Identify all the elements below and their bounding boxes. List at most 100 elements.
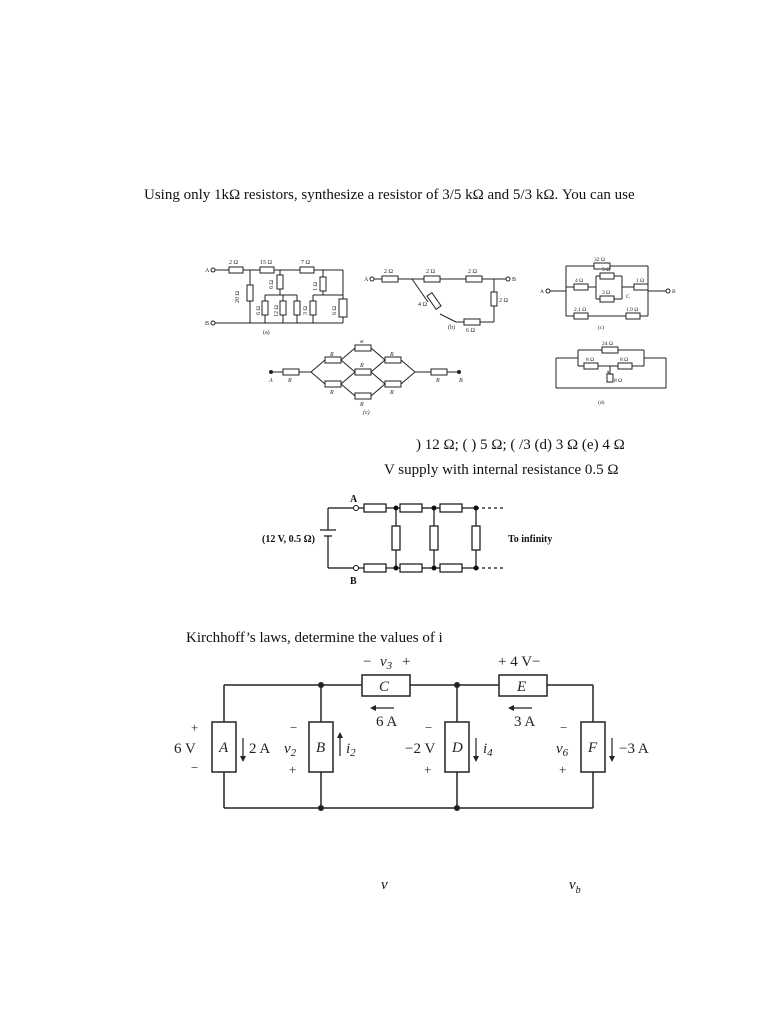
fig-d-r8a: 8 Ω bbox=[586, 357, 594, 363]
current-6a-label: 6 A bbox=[376, 714, 397, 730]
fig-cr-node-b: B bbox=[672, 289, 676, 295]
ib-label: i2 bbox=[346, 741, 356, 759]
fig-a-r-6a: 6 Ω bbox=[269, 280, 275, 290]
fig-a-node-a: A bbox=[205, 268, 210, 274]
fig-a-caption: (a) bbox=[263, 329, 270, 336]
fig-b-r5: 2 Ω bbox=[499, 298, 509, 304]
fig-b-r2: 2 Ω bbox=[426, 269, 436, 275]
fig-cl-r7: R bbox=[389, 352, 394, 358]
figure-b: A B 2 Ω 2 Ω 2 Ω 4 Ω 2 Ω 6 Ω (b) bbox=[364, 269, 516, 334]
element-d-box bbox=[444, 721, 470, 773]
fig-b-r1: 2 Ω bbox=[384, 269, 394, 275]
vf-label: v6 bbox=[556, 741, 569, 759]
fig-cr-node-a: A bbox=[540, 289, 544, 295]
fig-b-r6: 6 Ω bbox=[466, 328, 476, 334]
fig-a-r-top1: 2 Ω bbox=[229, 260, 239, 266]
b-plus: + bbox=[289, 762, 296, 777]
supply-text: V supply with internal resistance 0.5 Ω bbox=[384, 462, 619, 478]
f-plus: + bbox=[559, 762, 566, 777]
vd-label: −2 V bbox=[405, 741, 435, 757]
fig-cr-r32: 32 Ω bbox=[594, 257, 605, 263]
fig-inf-node-b: B bbox=[350, 576, 357, 587]
fig-cl-r6: R bbox=[359, 402, 364, 408]
element-c-label: C bbox=[379, 679, 390, 695]
d-minus: − bbox=[425, 720, 432, 735]
figure-d: 24 Ω 8 Ω 8 Ω A 8 Ω (d) bbox=[555, 341, 667, 406]
element-c-box bbox=[361, 674, 411, 697]
fig-inf-source: (12 V, 0.5 Ω) bbox=[262, 534, 315, 545]
d-plus: + bbox=[424, 762, 431, 777]
element-a-box bbox=[211, 721, 237, 773]
fig-cr-caption: (c) bbox=[598, 324, 604, 331]
element-f-box bbox=[580, 721, 606, 773]
e-voltage-label: + 4 V− bbox=[498, 654, 540, 670]
element-b-label: B bbox=[316, 740, 325, 756]
element-b-box bbox=[308, 721, 334, 773]
fig-b-node-b: B bbox=[512, 277, 516, 283]
fig-b-r3: 2 Ω bbox=[468, 269, 478, 275]
fig-d-r8c: 8 Ω bbox=[614, 378, 622, 384]
problem-1-text: Using only 1kΩ resistors, synthesize a r… bbox=[144, 187, 635, 203]
figure-kcl-circuit: − v3 + + 4 V− C E 6 A 3 A A B D F 6 V 2 … bbox=[174, 654, 649, 811]
figure-a: A B 2 Ω 15 Ω 7 Ω 20 Ω 6 Ω 6 Ω 12 Ω 1 Ω 3… bbox=[205, 260, 348, 336]
fig-b-r4: 4 Ω bbox=[418, 302, 428, 308]
fig-cr-r19: 1.9 Ω bbox=[626, 307, 638, 313]
fig-b-node-a: A bbox=[364, 277, 369, 283]
fig-a-r-6c: 6 Ω bbox=[332, 306, 338, 316]
bottom-v: v bbox=[381, 877, 388, 893]
fig-cr-r5: 5 Ω bbox=[602, 267, 610, 273]
fig-a-r-3: 3 Ω bbox=[303, 306, 309, 316]
fig-cl-r8: R bbox=[389, 390, 394, 396]
kirchhoff-text: Kirchhoff’s laws, determine the values o… bbox=[186, 630, 443, 646]
fig-a-r-1: 1 Ω bbox=[313, 282, 319, 292]
bottom-vb: vb bbox=[569, 877, 581, 896]
fig-cl-r1: R bbox=[287, 378, 292, 384]
element-a-label: A bbox=[218, 740, 229, 756]
fig-a-r-top2: 15 Ω bbox=[260, 260, 273, 266]
figure-c-right: A B C 32 Ω 5 Ω 4 Ω 3 Ω 1 Ω 2.1 Ω 1.9 Ω (… bbox=[540, 257, 676, 331]
a-plus: + bbox=[191, 720, 198, 735]
fig-inf-node-a: A bbox=[350, 494, 358, 505]
if-label: −3 A bbox=[619, 741, 649, 757]
fig-a-r-12: 12 Ω bbox=[274, 305, 280, 318]
fig-cr-r4: 4 Ω bbox=[575, 278, 583, 284]
fig-cr-r1: 1 Ω bbox=[636, 278, 644, 284]
fig-cr-node-c: C bbox=[626, 294, 630, 300]
fig-cr-r3: 3 Ω bbox=[602, 290, 610, 296]
va-label: 6 V bbox=[174, 741, 196, 757]
fig-cl-r9: R bbox=[435, 378, 440, 384]
fig-cr-r21: 2.1 Ω bbox=[574, 307, 586, 313]
fig-b-caption: (b) bbox=[448, 324, 455, 331]
fig-cl-node-b: B bbox=[459, 378, 463, 384]
fig-a-r-left: 20 Ω bbox=[235, 291, 241, 304]
vb-label: v2 bbox=[284, 741, 297, 759]
v3-label: v3 bbox=[380, 654, 393, 672]
fig-a-r-6b: 6 Ω bbox=[256, 306, 262, 316]
fig-cl-node-a: A bbox=[268, 378, 273, 384]
ia-label: 2 A bbox=[249, 741, 270, 757]
element-f-label: F bbox=[587, 740, 598, 756]
figure-c-ladder: A B R R R R R R R R R (c) bbox=[268, 340, 463, 416]
figure-infinite-ladder: A B (12 V, 0.5 Ω) To infinity bbox=[262, 494, 552, 587]
fig-d-r24: 24 Ω bbox=[602, 341, 613, 347]
element-e-label: E bbox=[516, 679, 526, 695]
a-minus: − bbox=[191, 760, 198, 775]
element-e-box bbox=[498, 674, 548, 697]
b-minus: − bbox=[290, 720, 297, 735]
v3-minus: − bbox=[363, 654, 371, 670]
fig-cl-caption: (c) bbox=[363, 409, 370, 416]
fig-a-node-b: B bbox=[205, 321, 209, 327]
fig-cl-r2: R bbox=[329, 352, 334, 358]
fig-d-caption: (d) bbox=[598, 399, 605, 406]
element-d-label: D bbox=[451, 740, 463, 756]
id-label: i4 bbox=[483, 741, 493, 759]
fig-d-node-a: A bbox=[606, 370, 610, 376]
f-minus: − bbox=[560, 720, 567, 735]
fig-cl-r5: R bbox=[359, 363, 364, 369]
answers-text: ) 12 Ω; ( ) 5 Ω; ( /3 (d) 3 Ω (e) 4 Ω bbox=[416, 437, 625, 453]
fig-inf-to-infinity: To infinity bbox=[508, 534, 552, 545]
current-3a-label: 3 A bbox=[514, 714, 535, 730]
v3-plus: + bbox=[402, 654, 410, 670]
fig-a-r-top3: 7 Ω bbox=[301, 260, 311, 266]
fig-cl-r4: R bbox=[359, 340, 364, 345]
